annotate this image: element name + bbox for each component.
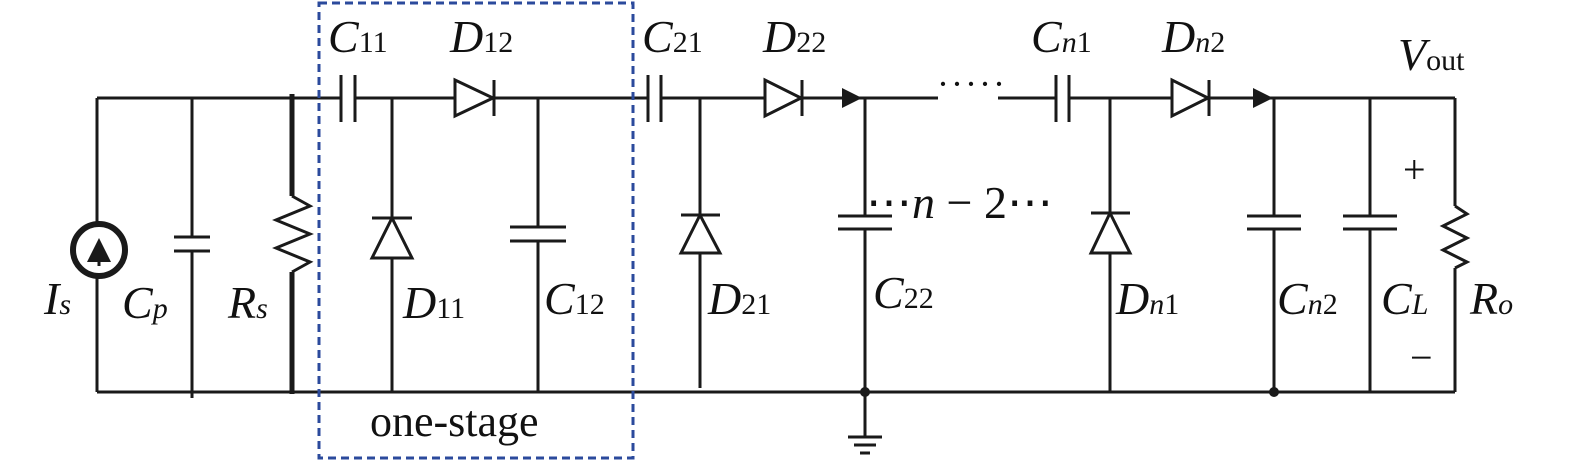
capacitor-cl	[1343, 98, 1397, 392]
diode-dn2	[1170, 77, 1212, 119]
arrow-right-icon	[1253, 88, 1273, 108]
label-rs: Rs	[228, 277, 268, 328]
label-d21: D21	[708, 273, 772, 324]
label-ro: Ro	[1470, 273, 1514, 324]
label-d11: D11	[403, 277, 466, 328]
one-stage-label: one-stage	[370, 397, 539, 446]
arrow-right-icon	[842, 88, 862, 108]
top-continuation-dots: ·····	[937, 64, 1007, 104]
label-dn2: Dn2	[1162, 11, 1226, 62]
arrow-up-icon	[87, 238, 111, 262]
label-c12: C12	[544, 273, 605, 324]
resistor-rs	[272, 94, 314, 394]
capacitor-cn2	[1247, 98, 1301, 392]
capacitor-c11	[339, 75, 357, 122]
label-cn2: Cn2	[1277, 273, 1338, 324]
current-source-is	[70, 98, 128, 392]
label-c11: C11	[328, 11, 388, 62]
capacitor-cp	[174, 98, 210, 398]
diode-dn1	[1088, 98, 1133, 392]
label-cn1: Cn1	[1031, 11, 1092, 62]
label-vout: Vout	[1398, 29, 1465, 80]
diode-d11	[369, 98, 415, 392]
capacitor-c12	[510, 98, 566, 392]
label-cp: Cp	[122, 277, 168, 328]
diode-d21	[678, 98, 723, 388]
label-dn1: Dn1	[1116, 273, 1180, 324]
label-c22: C22	[873, 267, 934, 318]
ground-icon	[848, 392, 882, 455]
capacitor-c22	[838, 98, 892, 392]
junction-dot	[1269, 387, 1279, 397]
label-d22: D22	[763, 11, 827, 62]
label-c21: C21	[642, 11, 703, 62]
diode-d22	[763, 77, 805, 119]
diode-d12	[453, 77, 497, 119]
plus-sign: +	[1403, 147, 1426, 192]
capacitor-cn1	[1054, 75, 1071, 122]
label-is: Is	[44, 273, 72, 324]
one-stage-box	[317, 1, 635, 460]
label-d12: D12	[450, 11, 514, 62]
repeat-stage-label: ⋯n − 2⋯	[866, 177, 1053, 228]
capacitor-c21	[646, 75, 663, 122]
resistor-ro	[1439, 98, 1471, 392]
minus-sign: −	[1410, 335, 1433, 380]
label-cl: CL	[1381, 273, 1429, 324]
